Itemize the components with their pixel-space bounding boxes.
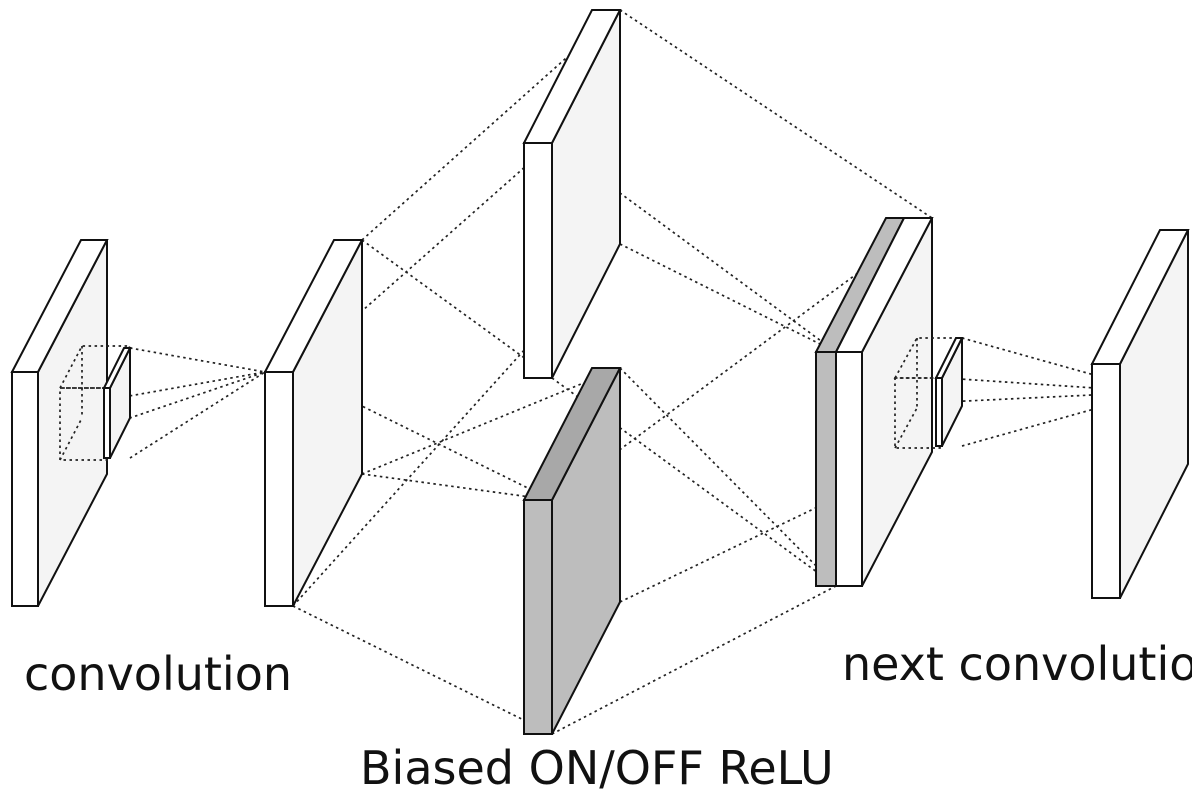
next-convolution-label: next convolution (842, 637, 1192, 691)
convolution-kernel-window (58, 345, 132, 461)
relu-off-slab (522, 367, 622, 735)
relu-on-slab (522, 9, 622, 379)
next-convolution-kernel-window (893, 337, 964, 449)
concatenated-output-slab (814, 217, 934, 587)
convolution-input-slab (10, 239, 109, 607)
relu-input-slab (263, 239, 364, 607)
next-convolution-slab (1090, 229, 1190, 599)
relu-label: Biased ON/OFF ReLU (360, 741, 834, 795)
convolution-label: convolution (24, 647, 292, 701)
